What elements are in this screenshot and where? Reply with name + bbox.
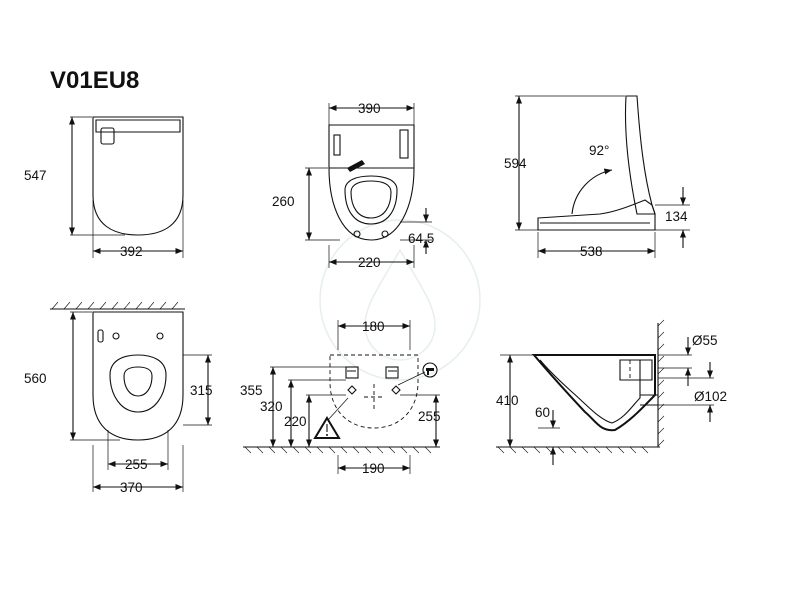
dim-547: 547 (24, 168, 47, 183)
dim-370: 370 (120, 480, 143, 495)
model-title: V01EU8 (50, 67, 139, 94)
dim-220-install: 220 (284, 414, 307, 429)
dim-220-front: 220 (358, 255, 381, 270)
angle-92: 92° (589, 143, 609, 158)
dim-560: 560 (24, 371, 47, 386)
dim-410: 410 (496, 393, 519, 408)
dim-315: 315 (190, 383, 213, 398)
view-bowl-side: 410 60 Ø55 Ø102 (496, 319, 727, 465)
dim-o55: Ø55 (692, 333, 718, 348)
view-top-seat: 547 392 (24, 116, 184, 259)
view-bowl-top: 560 315 255 370 (24, 301, 213, 495)
dim-320: 320 (260, 399, 283, 414)
warning-triangle-icon (313, 416, 341, 439)
dim-538: 538 (580, 244, 603, 259)
dim-355: 355 (240, 383, 263, 398)
dim-390: 390 (358, 101, 381, 116)
dim-134: 134 (665, 209, 688, 224)
view-front-seat: 390 260 64.5 220 (272, 101, 434, 270)
view-side-seat: 92° 594 134 538 (504, 95, 690, 259)
dim-260: 260 (272, 194, 295, 209)
watermark (319, 219, 481, 381)
dim-o102: Ø102 (694, 389, 727, 404)
dim-64-5: 64.5 (408, 231, 434, 246)
dim-255-bowl: 255 (125, 457, 148, 472)
dim-180: 180 (362, 319, 385, 334)
dim-60: 60 (535, 405, 550, 420)
dim-392: 392 (120, 244, 143, 259)
water-tap-icon (422, 362, 438, 378)
view-installation: 180 355 320 220 255 190 (240, 319, 441, 476)
dim-594: 594 (504, 156, 527, 171)
dim-255-install: 255 (418, 409, 441, 424)
dim-190: 190 (362, 461, 385, 476)
